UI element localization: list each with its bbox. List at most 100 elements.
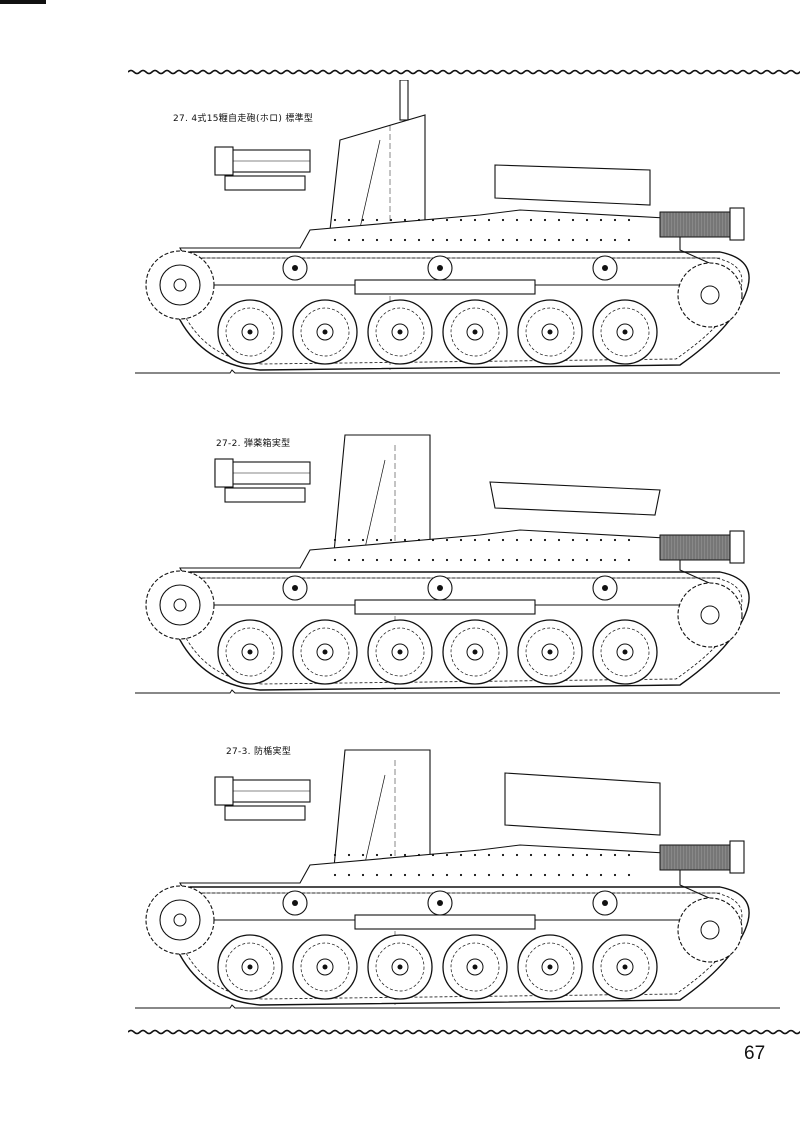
sight-post — [399, 80, 409, 121]
wheel-bolts — [375, 307, 425, 357]
wheel-bolts — [375, 627, 425, 677]
rivet — [585, 873, 589, 877]
wheel-bolts — [525, 627, 575, 677]
rivet — [445, 873, 449, 877]
wheel-bolts — [525, 307, 575, 357]
rivet — [375, 218, 379, 222]
wheel-bolts — [600, 942, 650, 992]
rivet — [473, 558, 477, 562]
rivet — [529, 238, 533, 242]
rivet — [403, 873, 407, 877]
rivet — [347, 558, 351, 562]
wheel-bolts — [300, 307, 350, 357]
rivet — [333, 218, 337, 222]
rivet — [403, 558, 407, 562]
wheel-bolts — [300, 942, 350, 992]
rivet — [571, 558, 575, 562]
rivet — [487, 558, 491, 562]
rivet — [557, 538, 561, 542]
wheel-axle — [247, 964, 253, 970]
wheel-axle — [547, 329, 553, 335]
exhaust-cap — [729, 840, 745, 874]
wheel-axle — [547, 964, 553, 970]
rivet — [403, 538, 407, 542]
rivet — [403, 238, 407, 242]
rivet — [487, 238, 491, 242]
rivet — [459, 558, 463, 562]
wheel-axle — [322, 964, 328, 970]
rivet — [599, 873, 603, 877]
rivet — [333, 873, 337, 877]
rivet — [375, 558, 379, 562]
tank-drawing-ammo-box — [120, 400, 800, 700]
rivet — [585, 853, 589, 857]
wheel-bolts — [450, 307, 500, 357]
wheel-axle — [397, 649, 403, 655]
rivet — [431, 218, 435, 222]
roller-hub — [602, 265, 608, 271]
wheel-axle — [547, 649, 553, 655]
rivet — [571, 873, 575, 877]
rivet — [389, 558, 393, 562]
sprocket-hub — [159, 264, 201, 306]
rivet — [543, 873, 547, 877]
ammo-box — [504, 772, 661, 836]
rivet — [361, 538, 365, 542]
rivet — [613, 873, 617, 877]
rivet — [585, 238, 589, 242]
idler-center — [700, 605, 720, 625]
rivet — [333, 558, 337, 562]
rivet — [515, 853, 519, 857]
rivet — [599, 558, 603, 562]
rivet — [431, 558, 435, 562]
exhaust-muffler — [659, 211, 731, 238]
rivet — [445, 218, 449, 222]
ground-line — [135, 369, 780, 374]
rivet — [445, 538, 449, 542]
rivet — [627, 238, 631, 242]
rivet — [459, 218, 463, 222]
recoil-cylinder — [224, 487, 306, 503]
rivet — [487, 853, 491, 857]
rivet — [599, 218, 603, 222]
rivet — [627, 873, 631, 877]
rivet — [613, 558, 617, 562]
roller-hub — [292, 585, 298, 591]
bottom-wavy-rule — [128, 1028, 800, 1036]
rivet — [445, 853, 449, 857]
ammo-box — [494, 164, 651, 206]
rivet — [529, 218, 533, 222]
wheel-bolts — [600, 307, 650, 357]
exhaust-muffler — [659, 844, 731, 871]
wheel-bolts — [375, 942, 425, 992]
rivet — [361, 873, 365, 877]
roller-hub — [292, 265, 298, 271]
wheel-bolts — [450, 942, 500, 992]
rivet — [389, 218, 393, 222]
wheel-axle — [472, 329, 478, 335]
idler-center — [700, 920, 720, 940]
idler-center — [700, 285, 720, 305]
wheel-bolts — [225, 942, 275, 992]
rivet — [627, 218, 631, 222]
rivet — [543, 218, 547, 222]
rivet — [515, 538, 519, 542]
figure-caption: 27-3. 防楯実型 — [226, 747, 292, 757]
rivet — [375, 853, 379, 857]
page-number: 67 — [744, 1043, 766, 1064]
hull — [179, 209, 731, 286]
wheel-axle — [397, 329, 403, 335]
rivet — [389, 238, 393, 242]
rivet — [571, 853, 575, 857]
rivet — [347, 853, 351, 857]
rivet — [347, 238, 351, 242]
rivet — [501, 873, 505, 877]
exhaust-muffler — [659, 534, 731, 561]
rivet — [361, 218, 365, 222]
rivet — [515, 238, 519, 242]
rivet — [417, 853, 421, 857]
rivet — [529, 873, 533, 877]
roller-hub — [437, 585, 443, 591]
roller-hub — [602, 900, 608, 906]
rivet — [501, 218, 505, 222]
